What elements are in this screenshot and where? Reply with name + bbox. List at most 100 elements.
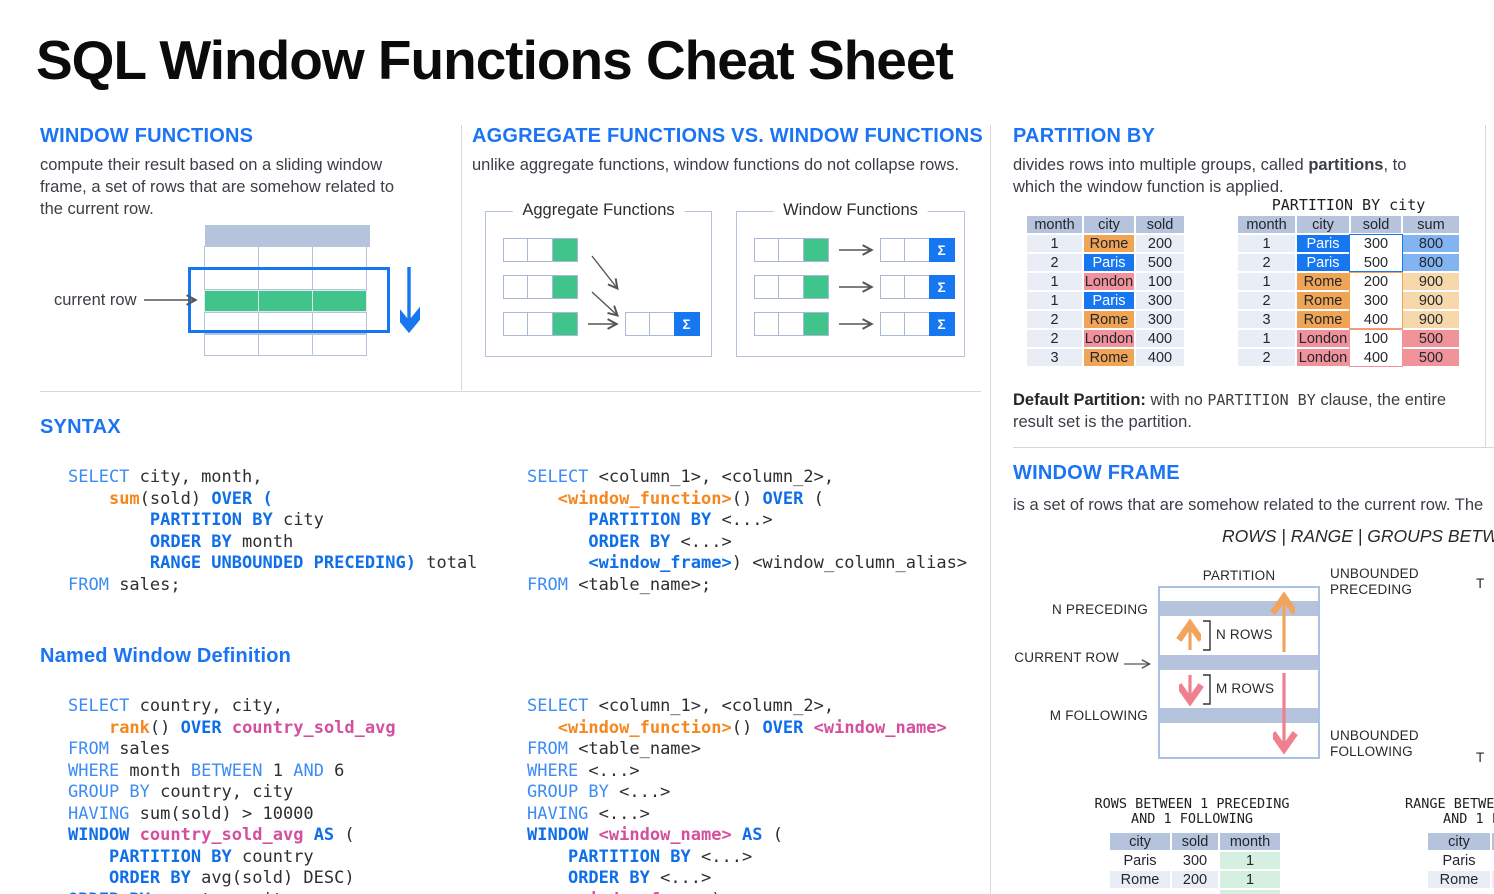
code-token: <window_frame> — [568, 890, 711, 894]
code-token — [527, 532, 588, 552]
code-token: ( — [334, 825, 355, 845]
range-between-label-2: AND 1 FOLLOWING — [1443, 811, 1494, 827]
code-token: <window_function> — [557, 488, 732, 509]
table-cell: 2 — [1238, 254, 1295, 271]
body-text: clause, the entire result set is the par… — [1013, 391, 1446, 431]
table-cell: 500 — [1403, 330, 1459, 347]
right-arrow-icon — [143, 294, 198, 306]
decor — [879, 275, 906, 299]
code-token: sales; — [108, 574, 181, 595]
code-line: SELECT <column_1>, <column_2>, — [527, 467, 967, 489]
diagram-row: Σ — [879, 275, 955, 299]
decor — [591, 255, 619, 291]
table-cell: 300 — [1136, 292, 1184, 309]
code-token — [68, 847, 109, 867]
window-frame-outline — [188, 267, 390, 333]
table-cell: 900 — [1403, 273, 1459, 290]
decor — [551, 238, 578, 262]
diagram-row: Σ — [879, 238, 955, 262]
code-token — [527, 868, 568, 888]
code-line: ORDER BY month — [68, 532, 477, 554]
table-cell: London — [1084, 330, 1134, 347]
table-cell: 2 — [1238, 349, 1295, 366]
code-token: HAVING — [527, 803, 589, 824]
code-token: sum — [108, 488, 140, 509]
divider-vertical-middle — [990, 125, 991, 894]
code-token: RANGE UNBOUNDED PRECEDING) — [149, 553, 416, 573]
frame-arrows — [1160, 588, 1318, 757]
code-line: <window_frame>) — [527, 890, 947, 894]
table-cell — [1492, 890, 1494, 894]
code-line: sum(sold) OVER ( — [68, 489, 477, 511]
divider-vertical-right — [1485, 125, 1486, 447]
agg-vs-window-heading: AGGREGATE FUNCTIONS VS. WINDOW FUNCTIONS — [472, 125, 983, 147]
rows-between-label: ROWS BETWEEN 1 PRECEDING AND 1 FOLLOWING — [1072, 797, 1312, 827]
table-cell: London — [1084, 273, 1134, 290]
diagram-table — [204, 225, 370, 357]
code-line: FROM sales; — [68, 575, 477, 597]
table-cell: 2 — [1027, 254, 1082, 271]
decor — [312, 334, 367, 356]
n-rows-label: N ROWS — [1216, 627, 1273, 642]
aggregate-arrows — [588, 255, 620, 330]
label-line: AND 1 FOLLOWING — [1131, 811, 1253, 827]
default-partition-label: Default Partition: — [1013, 391, 1146, 409]
inline-code: PARTITION BY — [1207, 391, 1316, 409]
diagram-table-row — [204, 246, 370, 269]
code-token: () — [731, 488, 763, 509]
code-token: SELECT — [68, 467, 130, 487]
sliding-window-diagram: current row — [40, 221, 461, 390]
table-header-cell: month — [1027, 216, 1082, 233]
syntax-code-example: SELECT city, month, sum(sold) OVER ( PAR… — [68, 467, 477, 596]
window-functions-heading: WINDOW FUNCTIONS — [40, 125, 254, 147]
partition-label: PARTITION — [1202, 568, 1276, 583]
code-token — [588, 825, 598, 845]
table-cell: Rome — [1110, 871, 1170, 888]
window-arrows — [839, 244, 874, 330]
code-token: <...> — [608, 782, 671, 802]
code-token: <window_name> — [598, 825, 732, 845]
code-token: ( — [803, 488, 824, 509]
frame-modes-label: ROWS | RANGE | GROUPS BETWEEN — [1222, 526, 1494, 546]
code-token: PARTITION BY — [567, 846, 691, 867]
code-token — [527, 847, 568, 867]
code-token — [527, 718, 558, 738]
table-header-cell: sold — [1172, 833, 1218, 850]
code-token: country, city — [149, 782, 294, 802]
code-line: SELECT country, city, — [68, 696, 396, 718]
code-token: ) — [711, 890, 721, 894]
table-cell: 3 — [1027, 349, 1082, 366]
table-cell: 1 — [1220, 871, 1280, 888]
diagram-table-header — [205, 225, 370, 247]
table-header-cell: city — [1297, 216, 1349, 233]
table-cell: 300 — [1351, 292, 1401, 309]
code-line: ORDER BY <...> — [527, 868, 947, 890]
right-edge-text-bottom: T — [1476, 750, 1485, 765]
code-line: WHERE month BETWEEN 1 AND 6 — [68, 761, 396, 783]
table-cell: Rome — [1084, 235, 1134, 252]
unbounded-preceding-label: UNBOUNDED PRECEDING — [1330, 566, 1419, 597]
table-header-cell: city — [1084, 216, 1134, 233]
code-token — [68, 489, 109, 509]
divider-horizontal-left — [40, 391, 981, 392]
code-token — [527, 553, 588, 573]
diagram-table-row — [204, 334, 370, 357]
body-text: , to which the window function is applie… — [1013, 156, 1407, 196]
code-token: avg(sold) DESC) — [190, 868, 355, 888]
code-token — [803, 718, 813, 738]
code-token: GROUP BY — [68, 782, 150, 802]
diagram-row — [753, 312, 829, 336]
code-token: ORDER BY — [588, 531, 671, 552]
code-line: <window_function>() OVER <window_name> — [527, 718, 947, 740]
current-row-label: CURRENT ROW — [1014, 650, 1119, 665]
code-token: FROM — [68, 574, 109, 595]
code-line: PARTITION BY city — [68, 510, 477, 532]
sigma-icon: Σ — [673, 312, 700, 336]
code-token — [68, 553, 150, 573]
decor — [778, 312, 804, 336]
window-frame-heading: WINDOW FRAME — [1013, 462, 1180, 484]
code-line: FROM <table_name>; — [527, 575, 967, 597]
code-token: sales — [108, 739, 171, 759]
